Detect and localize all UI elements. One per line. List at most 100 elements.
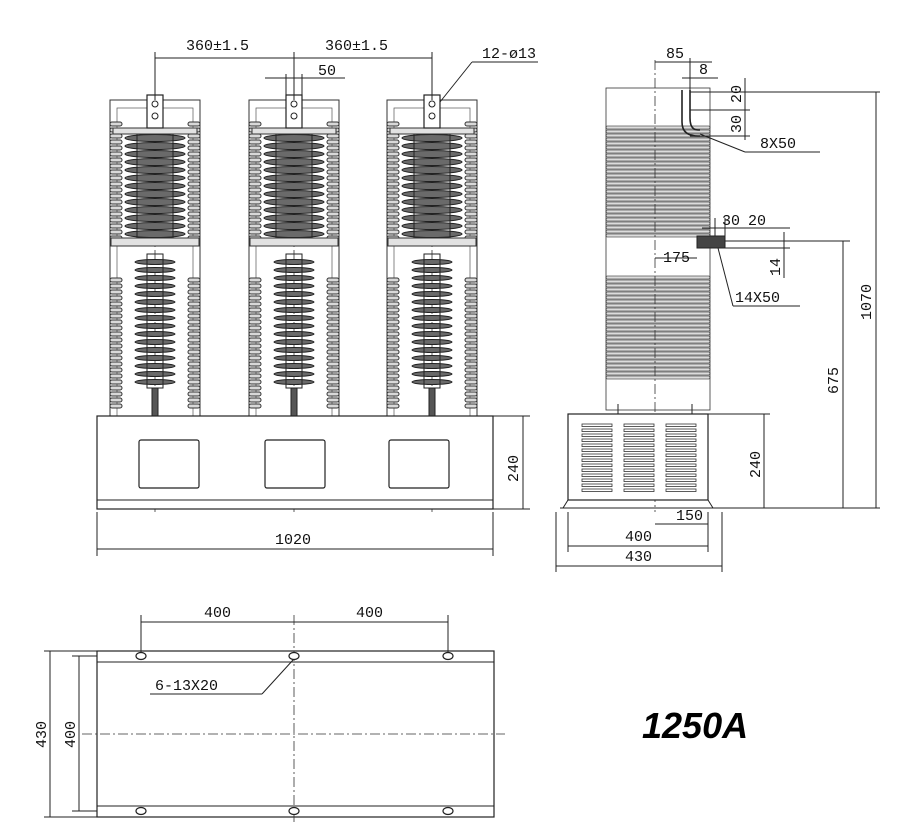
vent-slot [623, 423, 655, 427]
fin-lower-right [464, 355, 478, 361]
insulator-shed [263, 182, 325, 190]
dim-bottom-depth-400: 400 [63, 721, 80, 748]
side-fin-upper [605, 233, 711, 238]
fin-right [464, 211, 478, 217]
lower-shed [411, 283, 453, 289]
fin-left [109, 205, 123, 211]
fin-left [248, 229, 262, 235]
fin-right [187, 187, 201, 193]
insulator-shed [124, 230, 186, 238]
dim-terminal-width: 50 [318, 63, 336, 80]
fin-lower-right [464, 307, 478, 313]
fin-right [326, 157, 340, 163]
insulator-shed [263, 158, 325, 166]
fin-right [326, 229, 340, 235]
dim-pole-spacing-right: 360±1.5 [325, 38, 388, 55]
fin-right [326, 145, 340, 151]
fin-lower-right [187, 355, 201, 361]
fin-lower-left [248, 319, 262, 325]
vent-slot [581, 483, 613, 487]
side-fin-lower [605, 363, 711, 368]
base-window-left [138, 439, 200, 489]
fin-lower-right [326, 349, 340, 355]
side-fin-lower [605, 291, 711, 296]
side-fin-lower [605, 303, 711, 308]
fin-lower-left [248, 403, 262, 409]
vent-slot [623, 488, 655, 492]
side-fin-upper [605, 157, 711, 162]
mounting-slot [442, 651, 454, 661]
fin-lower-right [187, 277, 201, 283]
lower-shed [134, 371, 176, 377]
side-fin-upper [605, 213, 711, 218]
side-fin-lower [605, 295, 711, 300]
vent-slot [623, 428, 655, 432]
fin-lower-left [248, 283, 262, 289]
lower-shed [273, 275, 315, 281]
insulator-shed [401, 222, 463, 230]
dim-base-height: 240 [506, 455, 523, 482]
lower-shed [134, 267, 176, 273]
top-bracket [112, 127, 198, 135]
dim-150: 150 [676, 508, 703, 525]
mounting-slot [135, 651, 147, 661]
insulator-shed [401, 150, 463, 158]
fin-right [187, 217, 201, 223]
lower-shed [273, 291, 315, 297]
fin-right [187, 175, 201, 181]
insulator-shed [263, 214, 325, 222]
fin-lower-right [187, 367, 201, 373]
fin-lower-left [109, 355, 123, 361]
fin-right [464, 169, 478, 175]
fin-left [386, 169, 400, 175]
side-fin-upper [605, 225, 711, 230]
side-fin-upper [605, 229, 711, 234]
lower-shed [134, 347, 176, 353]
fin-lower-right [187, 319, 201, 325]
side-base-feet [560, 499, 716, 509]
fin-lower-left [248, 349, 262, 355]
fin-right [464, 193, 478, 199]
fin-right [326, 163, 340, 169]
fin-right [187, 205, 201, 211]
fin-right [187, 139, 201, 145]
fin-left [248, 139, 262, 145]
side-fin-upper [605, 189, 711, 194]
dim-mid-20: 20 [748, 213, 766, 230]
fin-right [326, 175, 340, 181]
lower-shed [411, 299, 453, 305]
fin-right [187, 223, 201, 229]
fin-lower-left [109, 397, 123, 403]
fin-lower-left [248, 379, 262, 385]
fin-right [187, 151, 201, 157]
vent-slot [623, 453, 655, 457]
side-fin-lower [605, 355, 711, 360]
fin-lower-right [464, 379, 478, 385]
fin-lower-left [386, 385, 400, 391]
fin-left [248, 157, 262, 163]
side-fin-lower [605, 331, 711, 336]
vent-slot [623, 448, 655, 452]
fin-lower-right [326, 403, 340, 409]
fin-right [326, 193, 340, 199]
vent-slot [623, 458, 655, 462]
insulator-shed [401, 198, 463, 206]
lower-shed [411, 355, 453, 361]
vent-slot [581, 463, 613, 467]
side-fin-upper [605, 209, 711, 214]
fin-right [326, 169, 340, 175]
fin-right [464, 133, 478, 139]
vent-slot [665, 468, 697, 472]
fin-lower-left [386, 379, 400, 385]
insulator-shed [263, 198, 325, 206]
mounting-slot [288, 651, 300, 661]
fin-right [464, 217, 478, 223]
fin-lower-left [386, 319, 400, 325]
insulator-shed [263, 142, 325, 150]
vent-slot [665, 453, 697, 457]
fin-lower-left [109, 349, 123, 355]
fin-lower-left [248, 307, 262, 313]
vent-slot [623, 468, 655, 472]
side-fin-lower [605, 275, 711, 280]
